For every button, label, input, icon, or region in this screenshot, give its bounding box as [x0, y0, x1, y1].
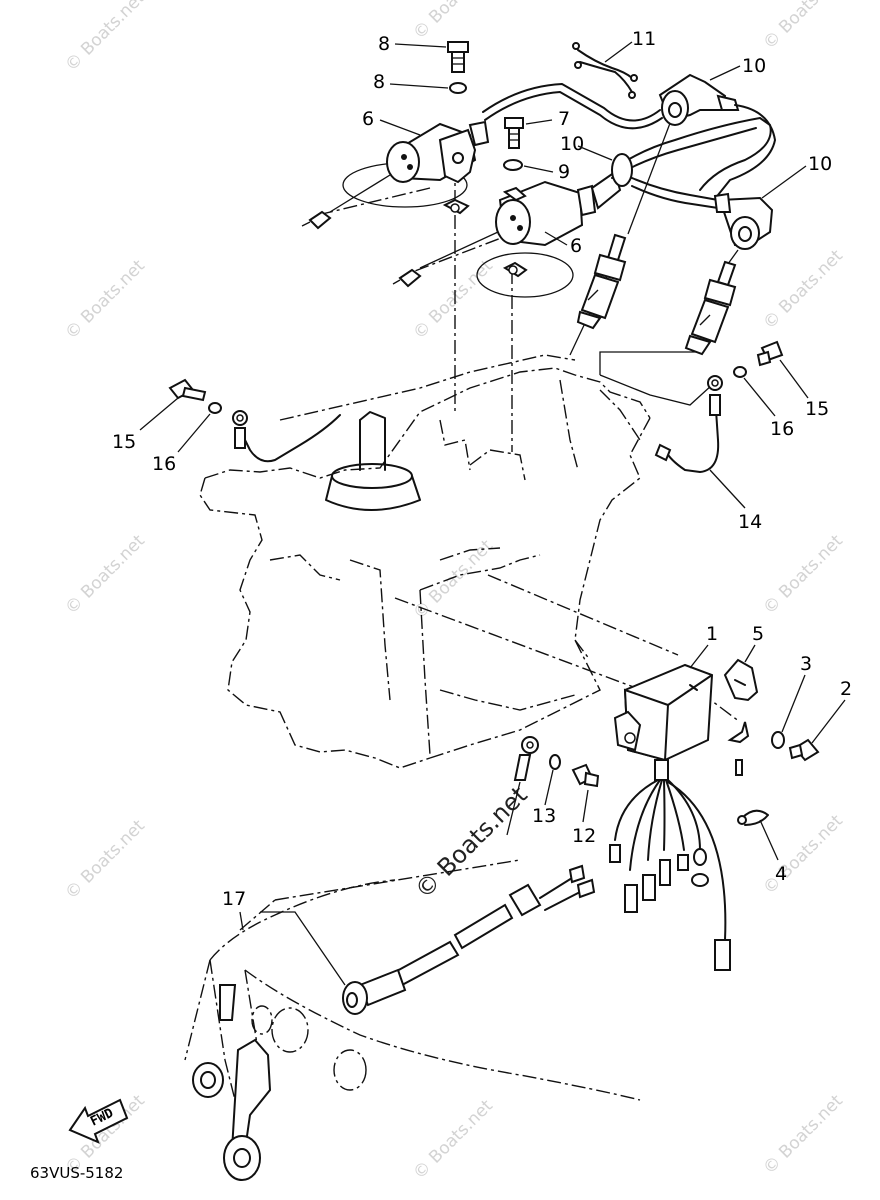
ground-lead-right — [654, 375, 723, 473]
watermark: © Boats.net — [61, 531, 149, 619]
watermark: © Boats.net — [759, 246, 847, 334]
grommet — [611, 117, 772, 209]
cdi-unit — [609, 663, 731, 971]
callout-13: 13 — [532, 805, 556, 827]
callout-9: 10 — [560, 133, 584, 155]
watermark: © Boats.net — [409, 256, 497, 344]
callout-1: 1 — [706, 623, 718, 645]
flywheel-cap — [325, 411, 421, 511]
callout-12: 12 — [572, 825, 596, 847]
callouts: 8 8 6 7 10 9 6 11 10 10 15 16 15 — [112, 28, 852, 986]
callout-4: 4 — [775, 863, 787, 885]
callout-8: 8 — [373, 71, 385, 93]
callout-3: 3 — [800, 653, 812, 675]
callout-8: 9 — [558, 161, 570, 183]
part-code: 63VUS-5182 — [30, 1164, 123, 1182]
bolt-2 — [788, 738, 820, 762]
bolt-15-right — [756, 340, 784, 367]
watermark: © Boats.net — [61, 816, 149, 904]
watermark: © Boats.net — [759, 531, 847, 619]
callout-6: 6 — [362, 108, 374, 130]
fwd-arrow: FWD — [68, 1098, 129, 1144]
callout-16: 16 — [152, 453, 176, 475]
callout-11: 11 — [632, 28, 656, 50]
callout-2: 2 — [840, 678, 852, 700]
callout-6: 6 — [570, 235, 582, 257]
washer-16-left — [208, 402, 222, 414]
watermark: © Boats.net — [61, 256, 149, 344]
ignition-coil-lower — [392, 170, 622, 298]
callout-5: 5 — [752, 623, 764, 645]
bolt-15-left — [168, 378, 207, 402]
washer-8-upper — [449, 82, 467, 94]
callout-7: 8 — [378, 33, 390, 55]
spark-plug-right — [684, 260, 737, 356]
connector-1 — [735, 759, 743, 776]
ignition-coil-upper — [301, 120, 490, 230]
watermark: © Boats.net — [409, 0, 497, 44]
washer-16-right — [733, 366, 747, 378]
watermark: © Boats.net — [759, 811, 847, 899]
callout-15: 15 — [805, 398, 829, 420]
callout-17: 17 — [222, 888, 246, 910]
plug-cap-upper — [658, 73, 740, 126]
ground-lead-left — [232, 410, 341, 463]
wire-clip-4 — [741, 809, 769, 826]
watermark: © Boats.net — [759, 1091, 847, 1179]
washer-3 — [771, 731, 785, 749]
callout-14: 14 — [738, 511, 762, 533]
watermark-center: © Boats.net — [409, 781, 532, 904]
bottom-cowl-outline — [184, 879, 641, 1181]
bolt-7-lower — [504, 117, 524, 149]
high-tension-lead-lower — [717, 104, 776, 196]
callout-7: 7 — [558, 108, 570, 130]
plug-cap-lower — [713, 192, 774, 250]
washer-8-lower — [503, 159, 523, 171]
callout-16: 16 — [770, 418, 794, 440]
wire-clamp — [572, 42, 638, 99]
watermark: © Boats.net — [61, 0, 149, 76]
watermark: © Boats.net — [409, 1096, 497, 1184]
callout-10: 10 — [742, 55, 766, 77]
washer-13 — [549, 754, 561, 770]
stop-switch-cable — [342, 864, 596, 1015]
engine-block-outline — [199, 354, 651, 769]
callout-15: 15 — [112, 431, 136, 453]
bolt-12 — [571, 763, 600, 788]
bolt-7-upper — [447, 41, 469, 73]
watermark: © Boats.net — [759, 0, 847, 54]
ground-terminal — [513, 736, 539, 781]
high-tension-lead-upper — [484, 91, 663, 130]
spark-plug-left — [576, 233, 627, 330]
bracket-5 — [723, 658, 759, 744]
callout-10: 10 — [808, 153, 832, 175]
